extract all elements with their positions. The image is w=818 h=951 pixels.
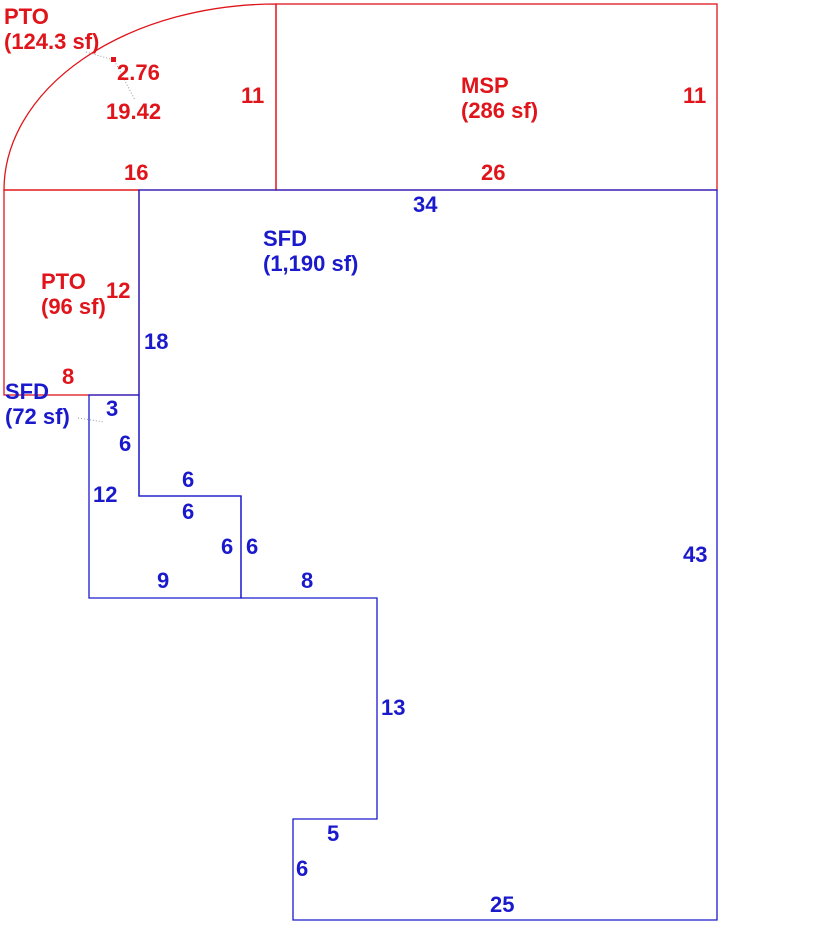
- dim-step-outer: 6: [246, 534, 258, 559]
- dim-sfd-inner-vertical: 13: [381, 695, 405, 720]
- dim-msp-bottom: 26: [481, 160, 505, 185]
- sfd-small-name: SFD: [5, 379, 49, 404]
- dim-pto-left-bottom: 8: [62, 364, 74, 389]
- area-labels: PTO (124.3 sf) MSP (286 sf) PTO (96 sf) …: [4, 4, 538, 429]
- dim-step-top-b: 6: [182, 499, 194, 524]
- pto-top-outline: [3, 3, 277, 191]
- dim-sfd-small-bottom: 9: [157, 568, 169, 593]
- pto-left-area: (96 sf): [41, 294, 106, 319]
- dim-sfd-small-right-upper: 6: [119, 431, 131, 456]
- dim-sfd-small-left: 12: [93, 482, 117, 507]
- dim-step-bottom: 8: [301, 568, 313, 593]
- dimension-labels: 2.76 19.42 11 16 11 26 34 12 8 18 3 6 12…: [62, 60, 707, 917]
- arc-dimension-marker: [111, 57, 116, 62]
- dim-sfd-bottom: 25: [490, 892, 514, 917]
- dim-sfd-left-upper: 18: [144, 329, 168, 354]
- sfd-small-area: (72 sf): [5, 404, 70, 429]
- msp-area: (286 sf): [461, 98, 538, 123]
- dim-msp-right: 11: [683, 83, 706, 108]
- dim-step-top-a: 6: [182, 467, 194, 492]
- dim-arc-radius: 19.42: [106, 99, 161, 124]
- msp-name: MSP: [461, 73, 509, 98]
- dim-notch-top: 5: [327, 821, 339, 846]
- dim-pto-top-right: 11: [241, 83, 264, 108]
- dim-step-inner: 6: [221, 534, 233, 559]
- dim-sfd-small-top: 3: [106, 396, 118, 421]
- arc-dimension-leader: [85, 51, 136, 101]
- sfd-small-outline: [88, 394, 242, 599]
- dim-notch-left: 6: [296, 856, 308, 881]
- sfd-small-leader: [77, 417, 105, 423]
- outline-group: [3, 3, 718, 921]
- sfd-main-area: (1,190 sf): [263, 251, 358, 276]
- dim-sfd-top: 34: [413, 192, 438, 217]
- sfd-main-name: SFD: [263, 226, 307, 251]
- dim-pto-top-bottom: 16: [124, 160, 148, 185]
- pto-left-name: PTO: [41, 269, 86, 294]
- dim-sfd-right: 43: [683, 542, 707, 567]
- dim-pto-left-right: 12: [106, 278, 130, 303]
- dim-arc-small: 2.76: [117, 60, 160, 85]
- pto-top-area: (124.3 sf): [4, 29, 99, 54]
- pto-top-name: PTO: [4, 4, 49, 29]
